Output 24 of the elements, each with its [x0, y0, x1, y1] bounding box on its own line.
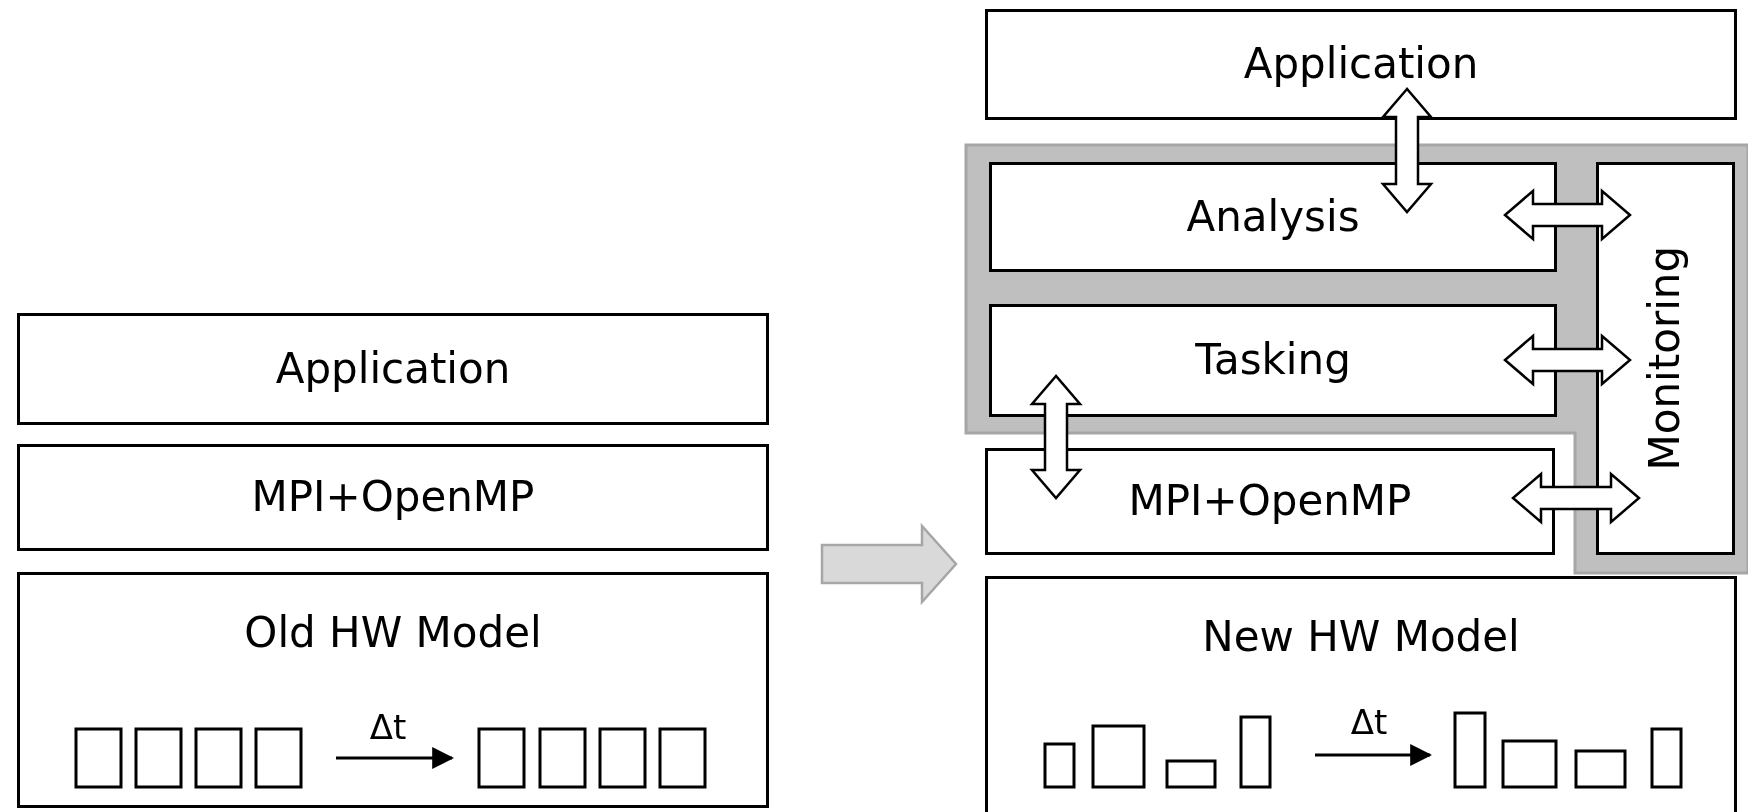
layer-label: New HW Model: [1202, 613, 1520, 662]
layer-label: Monitoring: [1641, 246, 1690, 471]
double-arrow: [1511, 471, 1641, 525]
layer-box: [985, 9, 1737, 120]
layer-box: [17, 313, 769, 425]
layer-label: MPI+OpenMP: [251, 473, 535, 522]
layer-label: Application: [275, 344, 511, 394]
layer-box: [985, 448, 1555, 555]
layer-box: [1596, 162, 1735, 555]
double-arrow: [1029, 374, 1083, 500]
layer-box: [17, 444, 769, 551]
layer-box: [989, 162, 1557, 272]
layer-label: Old HW Model: [244, 609, 542, 658]
layer-label: Application: [1243, 40, 1479, 89]
layer-label: Analysis: [1186, 192, 1360, 242]
double-arrow: [1503, 188, 1632, 242]
double-arrow: [1380, 87, 1434, 214]
layer-label: MPI+OpenMP: [1128, 477, 1412, 526]
time-step-label: Δt: [1350, 705, 1388, 739]
layer-label: Tasking: [1195, 336, 1351, 385]
time-step-label: Δt: [369, 710, 407, 744]
arrow: [820, 522, 958, 606]
double-arrow: [1503, 333, 1632, 387]
layer-box: [989, 304, 1557, 417]
